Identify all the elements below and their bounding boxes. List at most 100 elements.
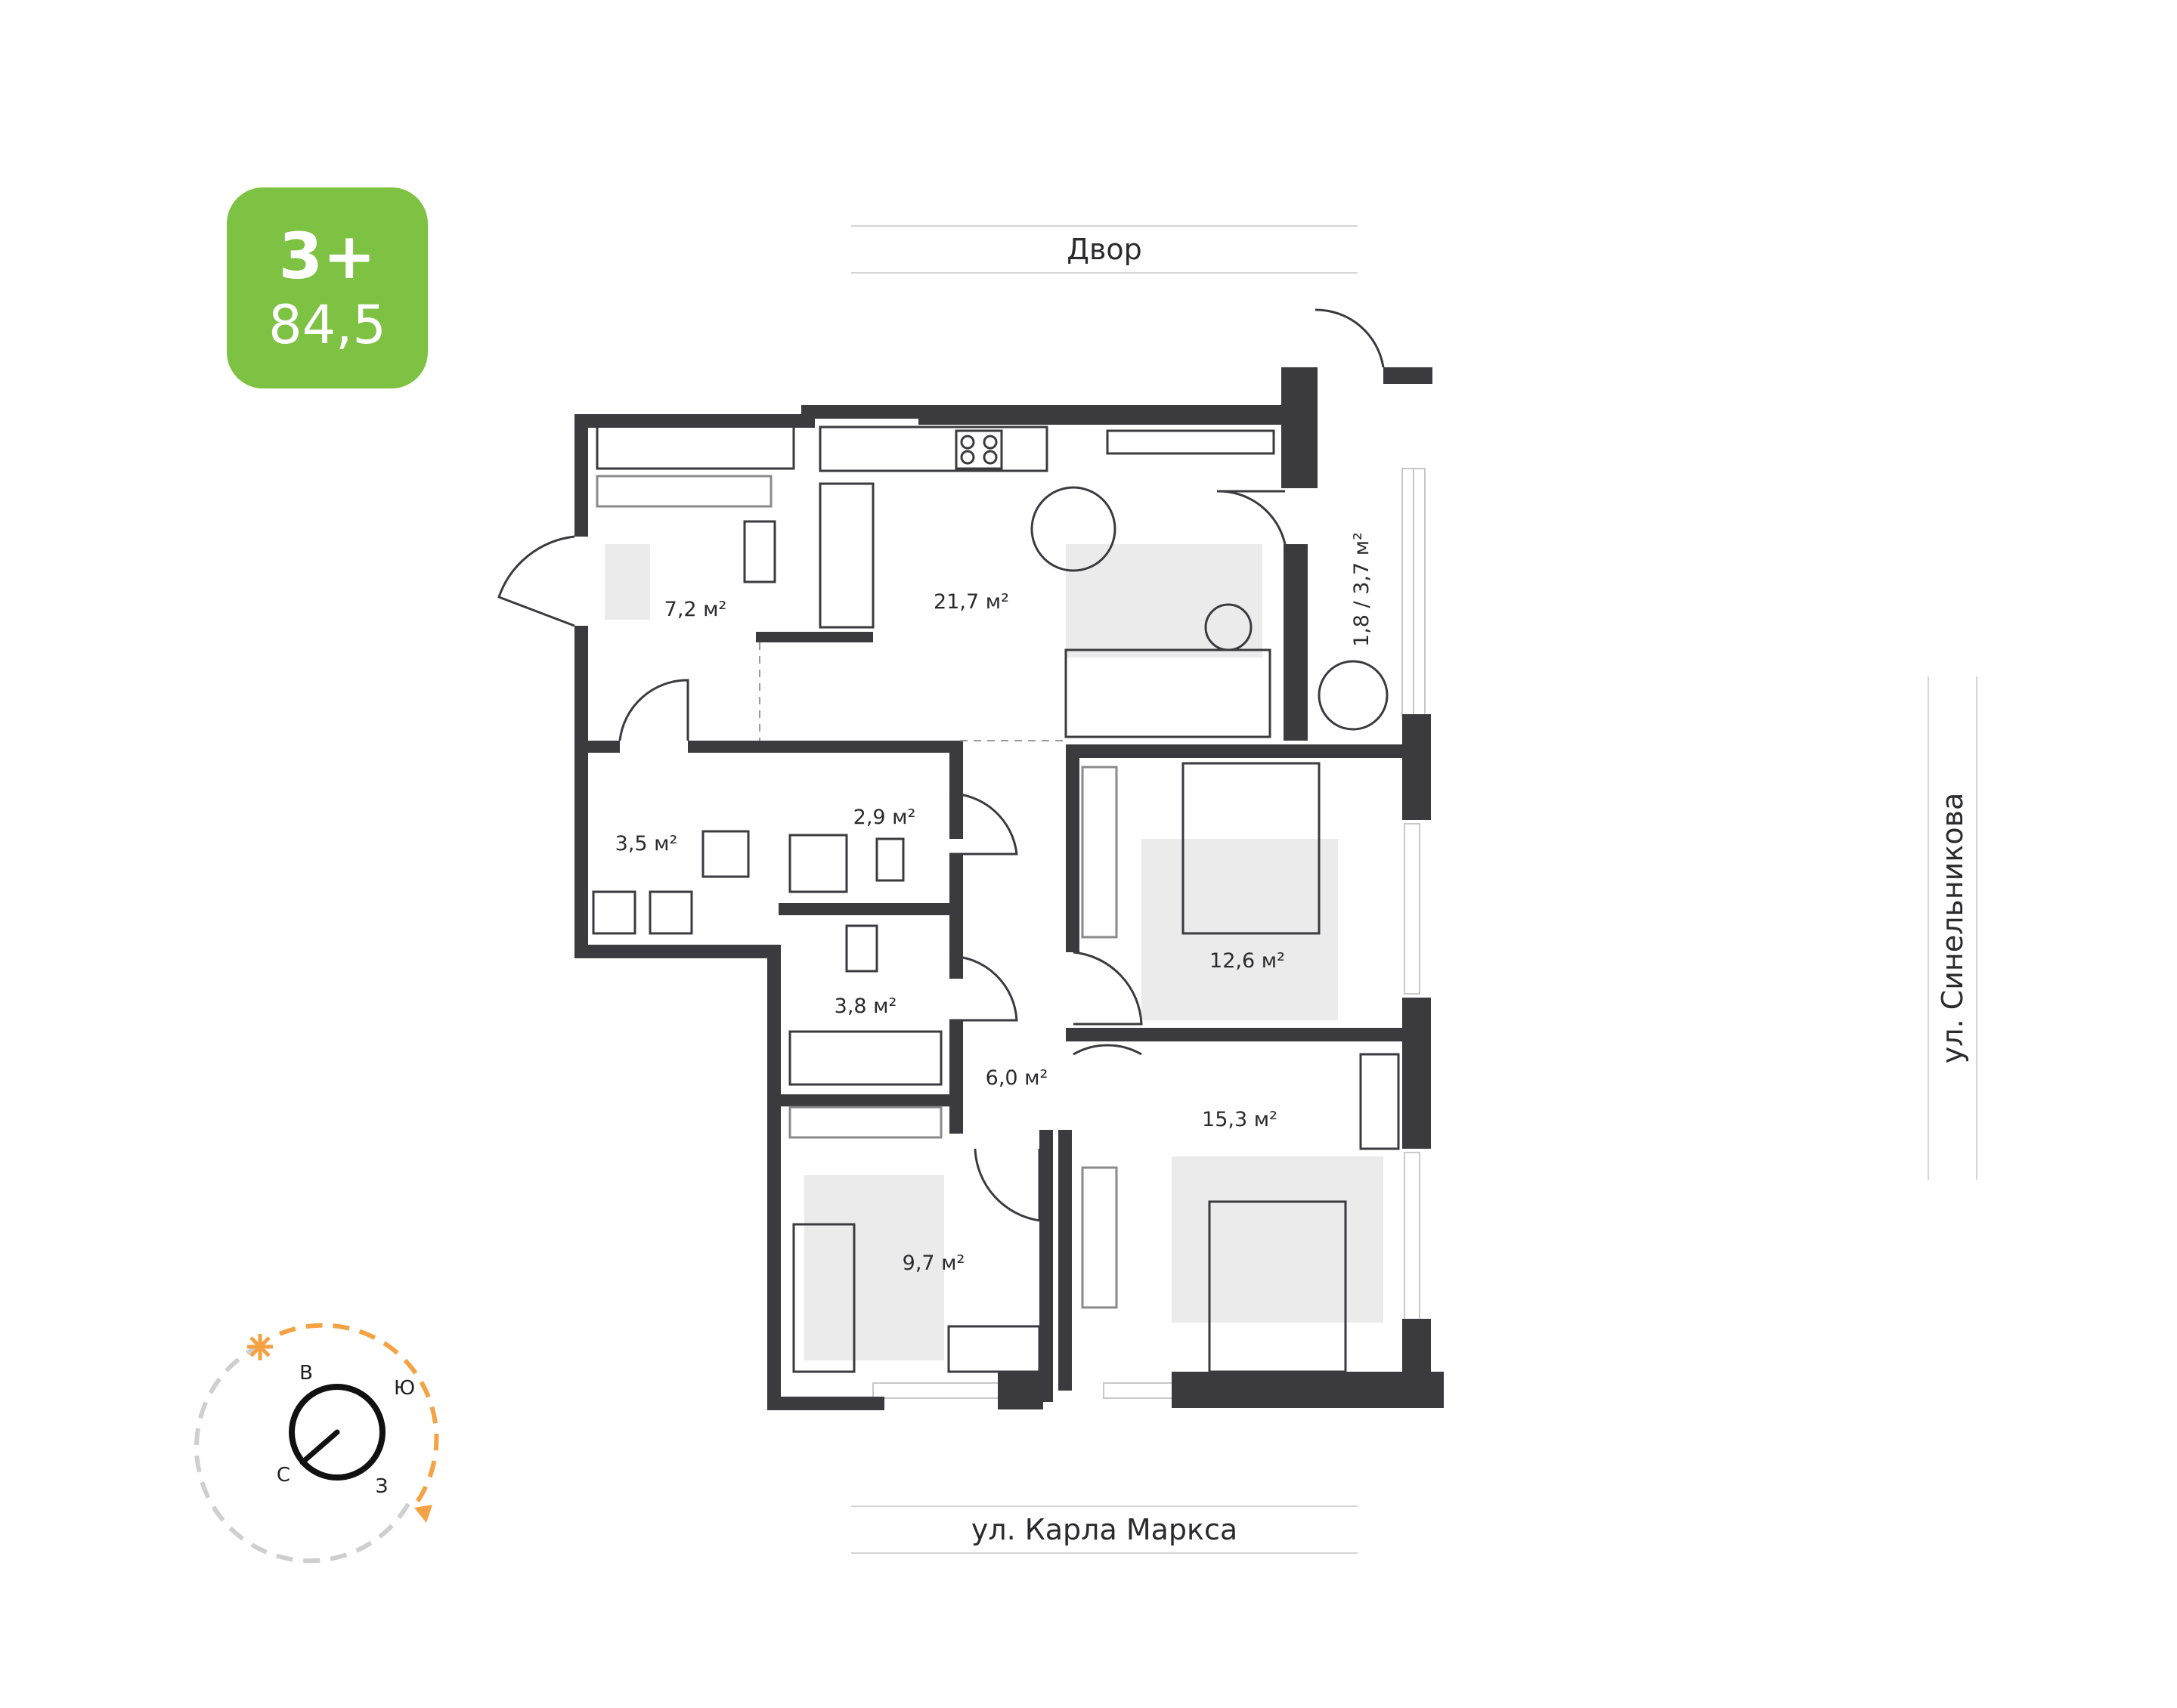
- compass-night-arc: [194, 1343, 410, 1564]
- wardrobe-child: [788, 1106, 943, 1139]
- apartment-badge: 3+ 84,5: [227, 187, 428, 388]
- laundry-sink: [701, 830, 750, 878]
- compass-south: Ю: [394, 1377, 415, 1400]
- wall-bedroom1-top: [1066, 744, 1421, 758]
- compass: С В Ю З: [194, 1323, 439, 1564]
- wall-top-right-col: [1281, 367, 1318, 488]
- rug-hall: [605, 544, 650, 620]
- room-area-balcony: 1,8 / 3,7 м²: [1350, 532, 1373, 647]
- wc-toilet: [875, 837, 905, 882]
- wall-balcony-left: [1284, 544, 1308, 741]
- child-door: [974, 1148, 1041, 1222]
- wall-child-top: [779, 1094, 960, 1106]
- sofa: [1064, 648, 1271, 738]
- wall-bottom-mid: [998, 1372, 1043, 1409]
- hob-ring-2: [983, 435, 998, 450]
- rug-bedroom-1: [1141, 839, 1338, 1020]
- passages: [759, 642, 1066, 741]
- hob-ring-4: [983, 450, 998, 465]
- wall-bedroom1-left: [1066, 744, 1079, 952]
- room-area-laundry: 3,5 м²: [615, 832, 678, 856]
- bed-1: [1181, 762, 1321, 935]
- compass-ring: [289, 1384, 386, 1481]
- wall-bedroom2-left: [1058, 1130, 1072, 1391]
- wall-hall-divider-2: [688, 741, 779, 753]
- room-area-bedroom-2: 15,3 м²: [1202, 1108, 1277, 1131]
- washer-2: [649, 890, 693, 935]
- total-area: 84,5: [268, 294, 386, 356]
- wall-right-col: [1402, 998, 1431, 1149]
- shelves-hall: [596, 422, 795, 470]
- balcony-outer-door: [1315, 308, 1385, 368]
- wall-bottom-left: [574, 945, 779, 958]
- child-desk: [947, 1325, 1041, 1373]
- hob-ring-3: [960, 450, 975, 465]
- wall-corridor-left: [949, 741, 963, 839]
- rugs: [605, 544, 1383, 1360]
- compass-north: С: [277, 1464, 290, 1487]
- wall-top-left: [574, 414, 801, 428]
- wall-top-kitchen: [918, 408, 1296, 425]
- shower: [788, 834, 848, 893]
- laundry-door: [618, 679, 689, 741]
- rug-bedroom-2: [1172, 1156, 1383, 1323]
- wall-child-right: [1039, 1130, 1053, 1402]
- wall-inner-vertical: [767, 945, 781, 1410]
- street-label-bottom: ул. Карла Маркса: [851, 1505, 1358, 1554]
- bottom-window-2: [1103, 1382, 1180, 1399]
- rug-living: [1066, 544, 1262, 658]
- coffee-table: [1204, 603, 1253, 651]
- sun-icon: [247, 1334, 273, 1360]
- wall-right-bottom-col: [1402, 1319, 1431, 1408]
- wall-bedrooms-divider: [1066, 1028, 1421, 1041]
- wall-bottom-right: [1172, 1372, 1444, 1408]
- room-area-kitchen-living: 21,7 м²: [934, 590, 1009, 614]
- wall-bath-top: [779, 903, 960, 915]
- wardrobe-bed-1: [1081, 766, 1118, 939]
- kitchen-column: [819, 482, 875, 629]
- street-label-top: Двор: [851, 225, 1358, 274]
- room-area-wc: 2,9 м²: [853, 806, 916, 829]
- wall-wc-top: [779, 741, 960, 753]
- wall-hall-divider: [574, 741, 620, 753]
- hob-ring-1: [960, 435, 975, 450]
- dining-table: [1030, 486, 1116, 572]
- washer-1: [592, 890, 636, 935]
- tv-stand: [1106, 429, 1275, 455]
- bottom-window-1: [872, 1382, 1002, 1399]
- hob: [955, 429, 1003, 470]
- right-window-1: [1404, 823, 1420, 995]
- furniture: [592, 422, 1400, 1373]
- room-count: 3+: [278, 219, 376, 293]
- right-window-2: [1404, 1152, 1420, 1327]
- bathtub: [788, 1030, 943, 1086]
- wall-balcony-top: [1383, 367, 1432, 384]
- compass-west: З: [376, 1475, 389, 1498]
- balcony-table: [1318, 660, 1389, 731]
- room-area-corridor: 6,0 м²: [986, 1066, 1048, 1090]
- wall-bottom: [767, 1397, 884, 1410]
- wall-balcony-right-col: [1402, 714, 1431, 820]
- bedroom1-door: [1073, 951, 1143, 1026]
- wall-corridor-left-4: [949, 1020, 963, 1134]
- wc-door: [949, 792, 1018, 856]
- room-area-hall: 7,2 м²: [664, 598, 727, 621]
- entrance-door: [497, 535, 575, 627]
- bath-door: [949, 955, 1018, 1022]
- shoe-bench: [743, 520, 776, 583]
- wardrobe-hall: [596, 475, 773, 508]
- room-area-bathroom: 3,8 м²: [835, 995, 897, 1018]
- bed-2: [1208, 1200, 1347, 1373]
- kitchen-counter: [819, 425, 1048, 472]
- desk-bed-2: [1359, 1053, 1400, 1150]
- bath-toilet: [845, 924, 878, 973]
- rug-children: [804, 1175, 944, 1360]
- wardrobe-bed-2: [1081, 1166, 1118, 1309]
- walls: [574, 367, 1444, 1410]
- wall-left-bottom: [574, 626, 588, 958]
- compass-needle: [299, 1429, 340, 1465]
- room-labels: 7,2 м² 21,7 м² 1,8 / 3,7 м² 3,5 м² 2,9 м…: [615, 532, 1373, 1275]
- compass-sun-arc: [278, 1323, 439, 1505]
- wall-kitchen-bottom: [756, 632, 873, 642]
